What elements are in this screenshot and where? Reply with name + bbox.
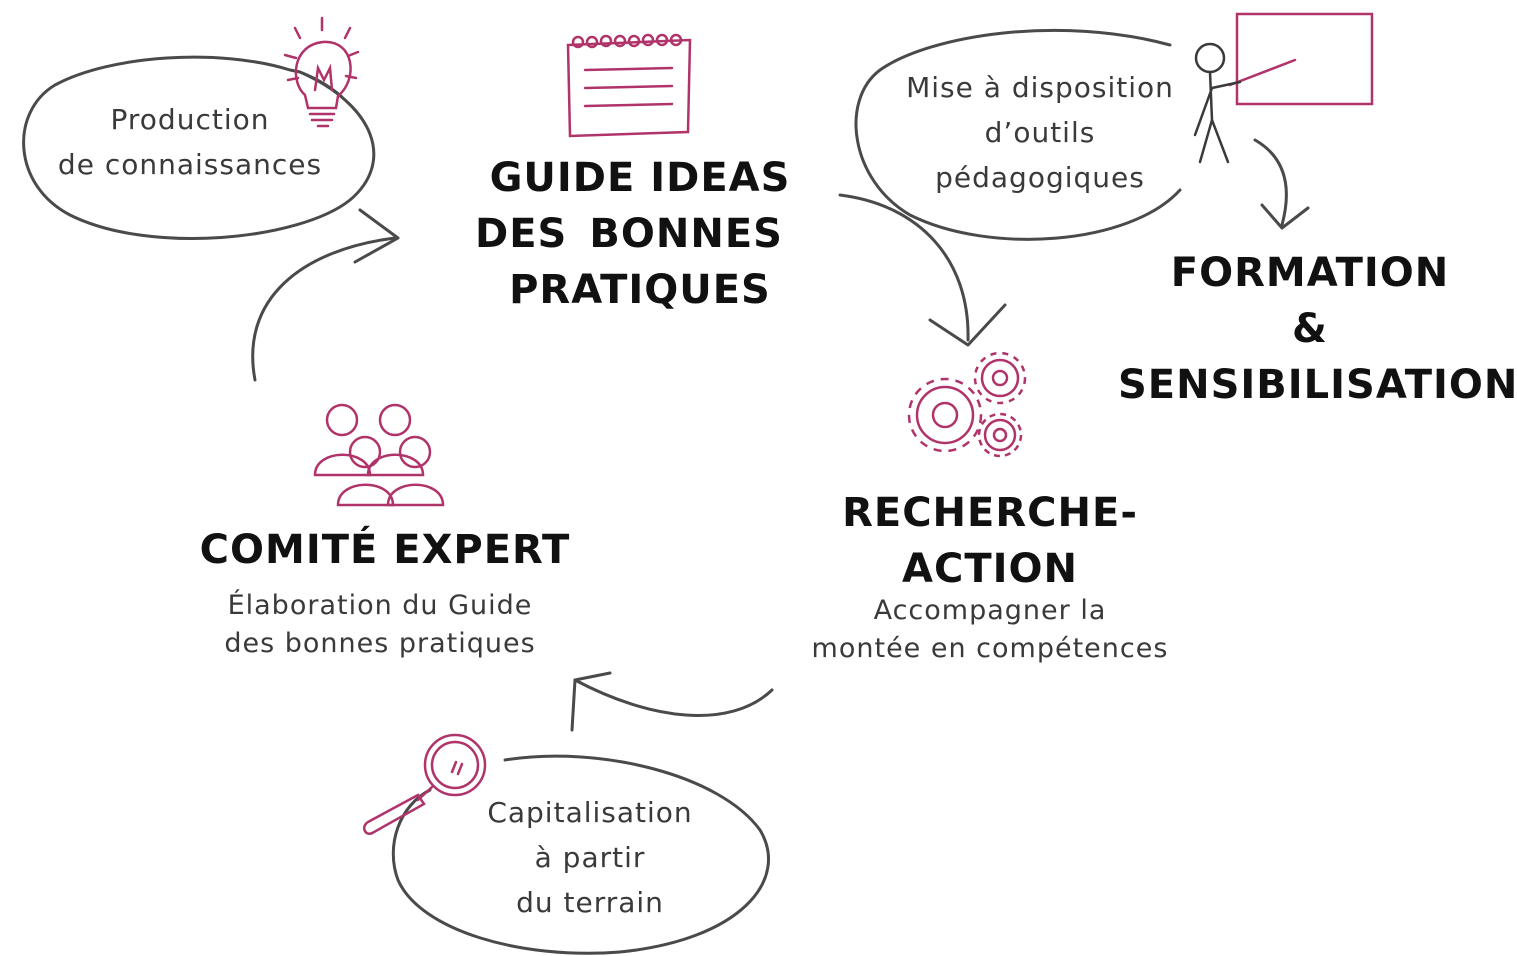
mise-line2: d’outils <box>984 116 1096 149</box>
arrow-to-recherche <box>838 193 970 342</box>
formation-line2: & <box>1292 306 1328 352</box>
notepad-icon <box>566 33 692 138</box>
recherche-caption1: Accompagner la <box>873 595 1107 626</box>
mise-line1: Mise à disposition <box>906 71 1174 104</box>
production-label: Production de connaissances <box>40 97 340 187</box>
arrow-to-formation <box>1253 138 1288 227</box>
formation-line1: FORMATION <box>1148 245 1472 301</box>
recherche-line2: ACTION <box>880 541 1100 597</box>
formation-heading: FORMATION & SENSIBILISATION <box>1110 245 1517 413</box>
recherche-caption2: montée en compétences <box>811 633 1169 664</box>
comite-caption: Élaboration du Guide des bonnes pratique… <box>170 587 590 663</box>
formation-line3: SENSIBILISATION <box>1110 357 1517 413</box>
guide-line3: PRATIQUES <box>450 262 830 318</box>
capitalisation-bubble <box>391 754 770 955</box>
magnifier-icon <box>363 733 487 835</box>
arrow-to-guide <box>251 236 397 382</box>
capitalisation-line2: à partir <box>534 841 646 874</box>
lightbulb-icon <box>283 16 360 128</box>
comite-caption2: des bonnes pratiques <box>224 628 536 659</box>
recherche-caption: Accompagner la montée en compétences <box>780 592 1200 668</box>
comite-heading: COMITÉ EXPERT <box>160 522 610 578</box>
capitalisation-line3: du terrain <box>516 886 664 919</box>
mise-line3: pédagogiques <box>935 161 1145 194</box>
production-bubble <box>22 55 376 240</box>
recherche-line1: RECHERCHE- <box>820 485 1160 541</box>
capitalisation-line1: Capitalisation <box>487 796 693 829</box>
gears-icon <box>907 351 1027 458</box>
production-line2: de connaissances <box>57 148 323 181</box>
comite-caption1: Élaboration du Guide <box>227 590 533 621</box>
recherche-heading: RECHERCHE- ACTION <box>790 485 1190 597</box>
comite-title: COMITÉ EXPERT <box>177 522 593 578</box>
production-line1: Production <box>110 103 270 136</box>
guide-line1: GUIDE IDEAS <box>489 155 791 201</box>
guide-line2-highlight: BONNES <box>567 206 805 262</box>
guide-line2-prefix: DES <box>475 211 568 257</box>
mise-label: Mise à disposition d’outils pédagogiques <box>880 65 1200 200</box>
arrow-to-comite <box>573 678 774 717</box>
teacher-board-icon <box>1193 12 1374 164</box>
mise-bubble <box>854 28 1182 241</box>
guide-line3-highlight: PRATIQUES <box>475 262 805 318</box>
group-people-icon <box>313 403 445 507</box>
capitalisation-label: Capitalisation à partir du terrain <box>440 790 740 925</box>
